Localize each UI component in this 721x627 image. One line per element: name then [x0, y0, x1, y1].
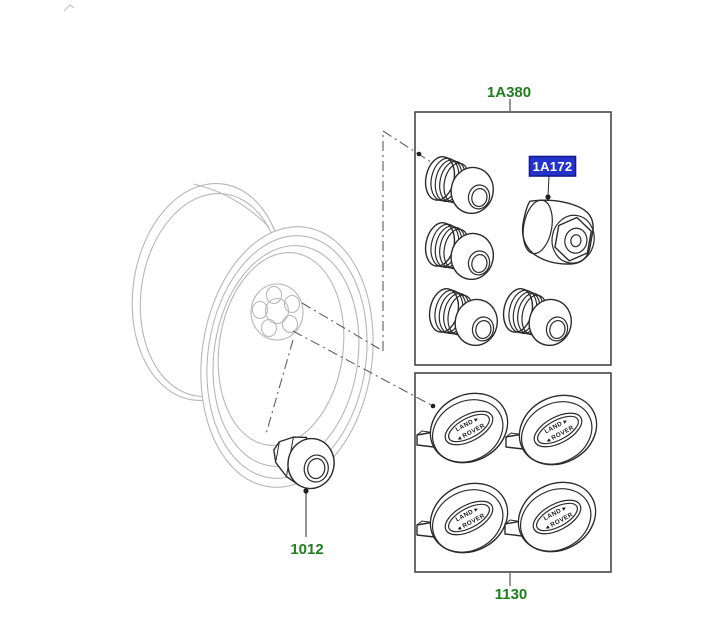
leader-to-cap-kit: [292, 330, 434, 407]
leader-lines: [265, 130, 438, 435]
leader-to-wheel-nut: [265, 339, 294, 435]
part-label-locking-nut-text: 1A172: [533, 159, 573, 174]
locking-nut-callout-line: [547, 175, 550, 197]
locking-wheel-nut-drawing: [521, 199, 595, 265]
part-label-nut-cover-kit[interactable]: 1A380: [487, 84, 531, 101]
leader-dot-cap-kit: [430, 403, 436, 409]
nut-cover: [419, 219, 500, 284]
center-cap-kit-box: [414, 372, 612, 573]
part-label-wheel-nut[interactable]: 1012: [290, 541, 323, 558]
leader-to-nut-kit: [301, 130, 438, 352]
center-cap: [416, 469, 521, 567]
center-cap: [416, 379, 521, 477]
nut-cover: [423, 285, 504, 350]
nut-cover-kit-box: [414, 111, 612, 366]
wheel-hub: [250, 283, 304, 341]
leader-dot-locking-nut: [545, 194, 551, 200]
print-artifact: [63, 4, 75, 12]
nut-cover: [497, 285, 578, 350]
wheel-nut-drawing: [273, 436, 335, 490]
center-cap: [504, 468, 609, 566]
leader-dot-nut-kit: [416, 151, 422, 157]
center-cap: [505, 381, 610, 479]
part-label-center-cap-kit[interactable]: 1130: [495, 586, 528, 603]
part-label-locking-nut[interactable]: 1A172: [528, 155, 577, 177]
alloy-wheel-drawing: [131, 183, 374, 488]
leader-dot-wheel-nut: [303, 488, 309, 494]
nut-cover: [419, 153, 500, 218]
